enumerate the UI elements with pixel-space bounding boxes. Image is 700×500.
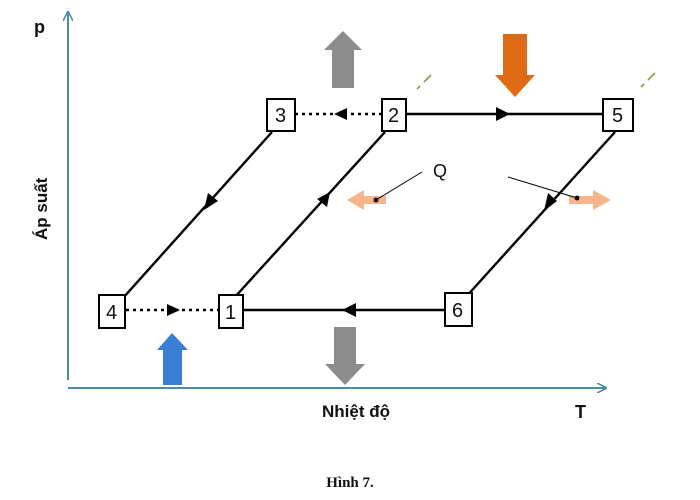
x-axis-title: Nhiệt độ: [322, 402, 390, 421]
process-lines: [122, 112, 616, 312]
heat-label: Q: [433, 161, 447, 181]
arrowhead-5-6: [544, 193, 557, 211]
line-3-4: [122, 131, 273, 299]
node-1-box: [218, 294, 244, 329]
axes: p T Áp suất Nhiệt độ: [32, 12, 606, 422]
heat-leader-dot: [574, 195, 580, 201]
dotted-lines: [126, 112, 382, 312]
line-1-2: [233, 131, 386, 299]
node-4-box: [98, 294, 126, 329]
node-5-box: [602, 98, 634, 132]
heat-arrow-left: [347, 190, 386, 210]
dash-mark: [647, 72, 656, 81]
gray-down-arrow: [325, 327, 365, 385]
heat-leader-left: [375, 171, 423, 201]
node-3-box: [266, 98, 296, 132]
node-boxes: [98, 98, 634, 329]
y-axis-title: Áp suất: [32, 177, 51, 240]
heat-arrow-right: [569, 190, 611, 210]
orange-down-arrow: [495, 34, 535, 97]
arrowhead-2-5: [496, 107, 510, 121]
gray-up-arrow: [324, 31, 362, 88]
arrowhead-6-1: [342, 303, 356, 317]
arrowhead-2-3: [334, 108, 347, 120]
node-1-label: 1: [225, 302, 236, 324]
node-5-label: 5: [612, 105, 623, 127]
heat-leader-dot: [373, 197, 379, 203]
arrowhead-1-2: [317, 192, 330, 207]
line-5-6: [464, 131, 616, 299]
y-axis-symbol: p: [34, 17, 45, 37]
arrowhead-3-4: [204, 193, 218, 210]
node-3-label: 3: [275, 105, 286, 127]
node-6-box: [444, 292, 473, 327]
blue-up-arrow: [157, 333, 188, 385]
direction-arrowheads: [167, 107, 557, 317]
heat-leader-right: [507, 176, 578, 199]
dash-mark: [416, 85, 421, 90]
arrowhead-4-1: [167, 304, 180, 316]
dash-mark: [423, 74, 432, 83]
node-2-box: [381, 98, 407, 132]
x-axis-symbol: T: [575, 402, 586, 422]
node-labels: 1 2 3 4 5 6: [106, 105, 623, 324]
heat-callout: Q: [373, 161, 580, 203]
node-2-label: 2: [388, 105, 399, 127]
block-arrows: [157, 31, 611, 385]
figure-caption: Hình 7.: [326, 475, 374, 491]
dash-marks: [416, 72, 656, 90]
node-6-label: 6: [452, 300, 463, 322]
dash-mark: [640, 83, 645, 88]
node-4-label: 4: [106, 302, 117, 324]
